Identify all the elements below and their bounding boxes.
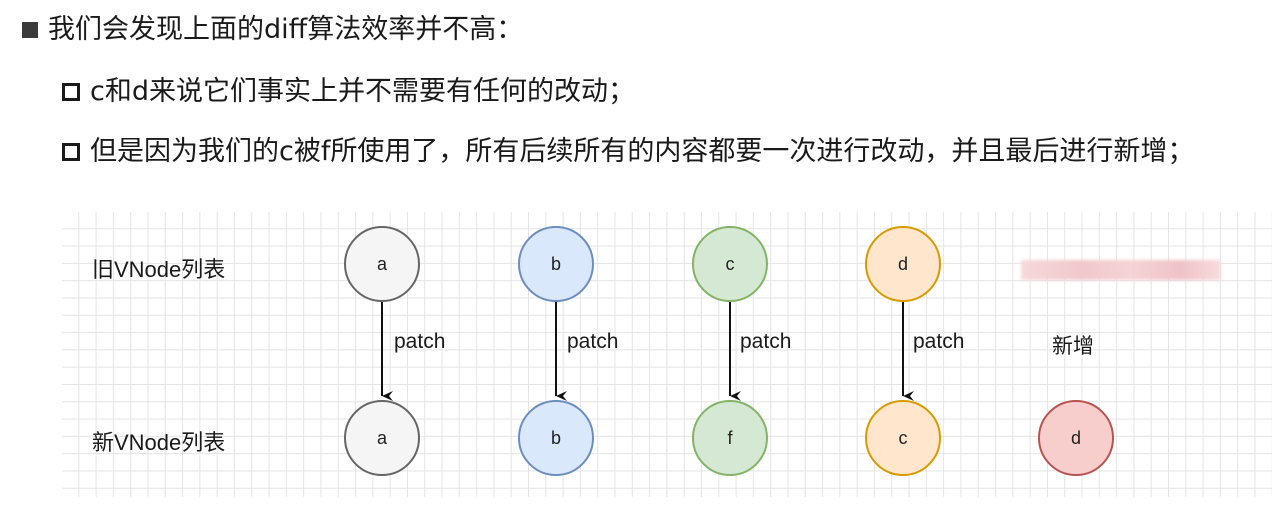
patch-label-d: patch [913, 330, 965, 353]
old-node-a: a [344, 226, 420, 302]
new-node-f: f [692, 400, 768, 476]
add-label: 新增 [1052, 335, 1094, 358]
blurred-watermark [1021, 260, 1221, 280]
main-bullet: 我们会发现上面的diff算法效率并不高： [22, 12, 523, 48]
sub-bullet-2: 但是因为我们的c被f所使用了，所有后续所有的内容都要一次进行改动，并且最后进行新… [62, 134, 1194, 170]
main-bullet-text: 我们会发现上面的diff算法效率并不高： [48, 14, 524, 45]
patch-label-a: patch [394, 330, 446, 353]
patch-label-b: patch [567, 330, 619, 353]
sub-bullet-1: c和d来说它们事实上并不需要有任何的改动； [62, 74, 635, 110]
hollow-square-bullet-icon [62, 143, 80, 161]
new-vnode-list-label: 新VNode列表 [92, 430, 226, 455]
old-node-b: b [518, 226, 594, 302]
new-node-a: a [344, 400, 420, 476]
vnode-diff-diagram: 旧VNode列表 新VNode列表 a b c d patch patch pa… [62, 212, 1272, 497]
old-node-c: c [692, 226, 768, 302]
filled-square-bullet-icon [22, 22, 38, 38]
patch-label-c: patch [740, 330, 792, 353]
new-node-d: d [1038, 400, 1114, 476]
new-node-c: c [865, 400, 941, 476]
hollow-square-bullet-icon [62, 83, 80, 101]
new-node-b: b [518, 400, 594, 476]
old-node-d: d [865, 226, 941, 302]
sub-bullet-1-text: c和d来说它们事实上并不需要有任何的改动； [90, 76, 635, 107]
old-vnode-list-label: 旧VNode列表 [92, 257, 226, 282]
patch-arrows [381, 302, 914, 401]
sub-bullet-2-text: 但是因为我们的c被f所使用了，所有后续所有的内容都要一次进行改动，并且最后进行新… [90, 136, 1195, 167]
